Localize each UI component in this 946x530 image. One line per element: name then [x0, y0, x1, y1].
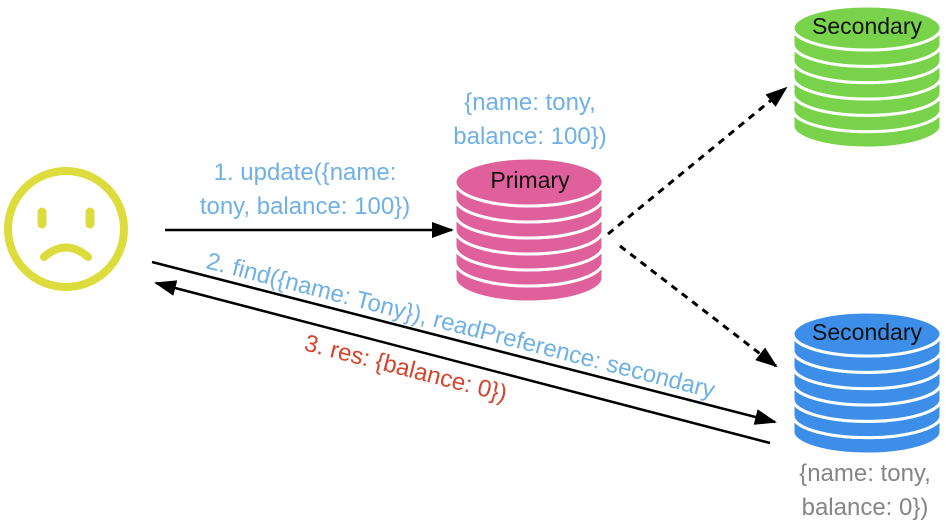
primary-database-icon[interactable] — [453, 156, 605, 304]
primary-data-line2: balance: 100}) — [453, 123, 607, 150]
database-top-disk — [791, 4, 943, 52]
secondary-database-top-icon[interactable] — [791, 4, 943, 150]
update-step-line2: tony, balance: 100}) — [199, 193, 411, 220]
replication-arrow-top — [607, 86, 788, 236]
response-arrow — [154, 280, 771, 445]
sad-face-icon — [4, 167, 128, 291]
find-arrow — [151, 260, 777, 425]
replication-arrow-bottom — [619, 244, 778, 368]
primary-data-label: {name: tony, balance: 100}) — [430, 86, 630, 154]
secondary-bottom-name: Secondary — [812, 319, 922, 345]
primary-name: Primary — [490, 167, 570, 193]
secondary-bottom-data-label: {name: tony, balance: 0}) — [780, 457, 946, 525]
secondary-bottom-data-line1: {name: tony, — [799, 460, 931, 487]
database-top-disk — [791, 310, 943, 358]
secondary-top-name: Secondary — [812, 13, 922, 39]
secondary-bottom-data-line2: balance: 0}) — [801, 494, 929, 521]
database-top-disk — [453, 156, 605, 208]
update-step-label: 1. update({name: tony, balance: 100}) — [170, 156, 440, 224]
secondary-database-bottom-icon[interactable] — [791, 310, 943, 456]
primary-data-line1: {name: tony, — [464, 89, 596, 116]
update-step-line1: 1. update({name: — [213, 159, 397, 186]
